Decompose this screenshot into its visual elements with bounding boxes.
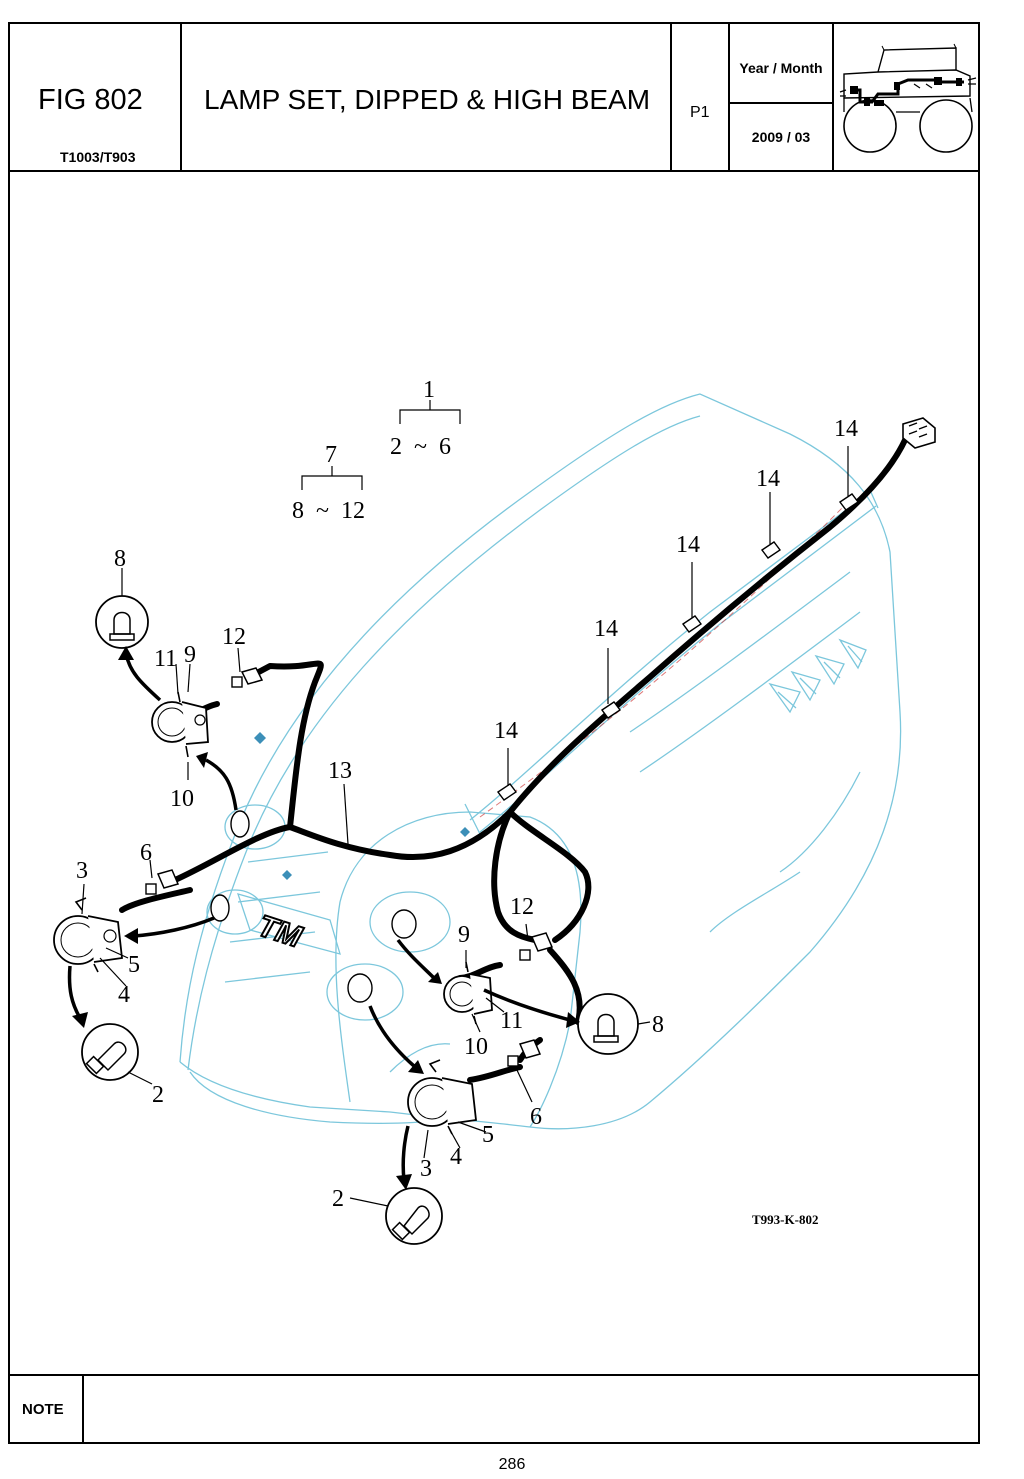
callout-14: 14	[756, 466, 780, 492]
callout-14: 14	[676, 532, 700, 558]
callout-labels: 1 2 ~ 6 7 8 ~ 12 8 11 9 12 10 13 14 14 1…	[76, 377, 858, 1227]
callout-14: 14	[494, 718, 518, 744]
headlamp-high-beam-right	[443, 961, 493, 1025]
callout-14: 14	[594, 616, 618, 642]
drawing-reference: T993-K-802	[752, 1212, 818, 1227]
callout-3: 3	[420, 1156, 432, 1182]
callout-5: 5	[482, 1122, 494, 1148]
bulb-high-beam-right	[577, 993, 639, 1055]
connector-12-top	[231, 667, 264, 688]
wiring-diagram: TM	[53, 377, 936, 1245]
assembly-arrows	[67, 646, 580, 1190]
callout-2: 2	[152, 1082, 164, 1108]
group-bracket-7	[301, 466, 363, 490]
vent-mark	[282, 870, 292, 880]
wiring-harness	[119, 437, 908, 1083]
cable-clips	[496, 493, 860, 801]
divider	[730, 102, 834, 104]
label-1: 1	[423, 377, 435, 403]
callout-10: 10	[464, 1034, 488, 1060]
connector-block-rear	[902, 417, 936, 449]
title-cell: LAMP SET, DIPPED & HIGH BEAM	[182, 24, 672, 170]
callout-9: 9	[184, 642, 196, 668]
page-code-cell: P1	[672, 24, 730, 170]
connector-12-right	[519, 932, 554, 961]
lamp-openings	[210, 810, 417, 1003]
callout-13: 13	[328, 758, 352, 784]
label-7-range: 8 ~ 12	[292, 498, 365, 524]
headlamp-dipped-left	[53, 897, 123, 973]
leader-lines	[81, 446, 849, 1207]
bulb-dipped-right	[385, 1187, 443, 1245]
callout-8: 8	[114, 546, 126, 572]
tractor-icon-cell	[834, 24, 980, 170]
callout-12: 12	[510, 894, 534, 920]
callout-11: 11	[154, 646, 177, 672]
callout-6: 6	[140, 840, 152, 866]
fig-number: FIG 802	[38, 84, 143, 116]
note-row: NOTE	[10, 1374, 978, 1444]
callout-11: 11	[500, 1008, 523, 1034]
vent-mark	[254, 732, 266, 744]
header: FIG 802 T1003/T903 LAMP SET, DIPPED & HI…	[10, 24, 978, 172]
callout-12: 12	[222, 624, 246, 650]
page-code: P1	[690, 104, 710, 121]
clip-rail	[479, 499, 851, 818]
page-title: LAMP SET, DIPPED & HIGH BEAM	[204, 84, 651, 115]
callout-2: 2	[332, 1186, 344, 1212]
fig-cell: FIG 802 T1003/T903	[10, 24, 182, 170]
model-code: T1003/T903	[60, 149, 136, 165]
connector-6-left	[145, 869, 180, 895]
year-month-value: 2009 / 03	[751, 129, 811, 145]
callout-9: 9	[458, 922, 470, 948]
callout-3: 3	[76, 858, 88, 884]
tractor-location-icon	[839, 43, 977, 153]
page-number: 286	[498, 1456, 526, 1473]
callout-4: 4	[450, 1144, 462, 1170]
callout-6: 6	[530, 1104, 542, 1130]
tm-emblem: TM	[236, 893, 341, 955]
callout-5: 5	[128, 952, 140, 978]
headlamp-high-beam-left	[151, 691, 209, 758]
vent-mark	[460, 827, 470, 837]
callout-8: 8	[652, 1012, 664, 1038]
date-cell: Year / Month 2009 / 03	[730, 24, 834, 170]
headlamp-dipped-right	[407, 1059, 477, 1135]
note-label: NOTE	[10, 1376, 84, 1444]
label-1-range: 2 ~ 6	[390, 434, 451, 460]
emblem-text: TM	[254, 909, 306, 954]
label-7: 7	[325, 442, 337, 468]
year-month-label: Year / Month	[739, 60, 823, 76]
hood-outline	[179, 393, 902, 1130]
callout-14: 14	[834, 416, 858, 442]
callout-10: 10	[170, 786, 194, 812]
bulb-high-beam-top	[95, 595, 149, 649]
callout-4: 4	[118, 982, 130, 1008]
bulb-dipped-left	[81, 1023, 139, 1081]
connector-6-right	[507, 1039, 542, 1067]
group-bracket-1	[399, 400, 461, 424]
page-frame: FIG 802 T1003/T903 LAMP SET, DIPPED & HI…	[8, 22, 980, 1444]
